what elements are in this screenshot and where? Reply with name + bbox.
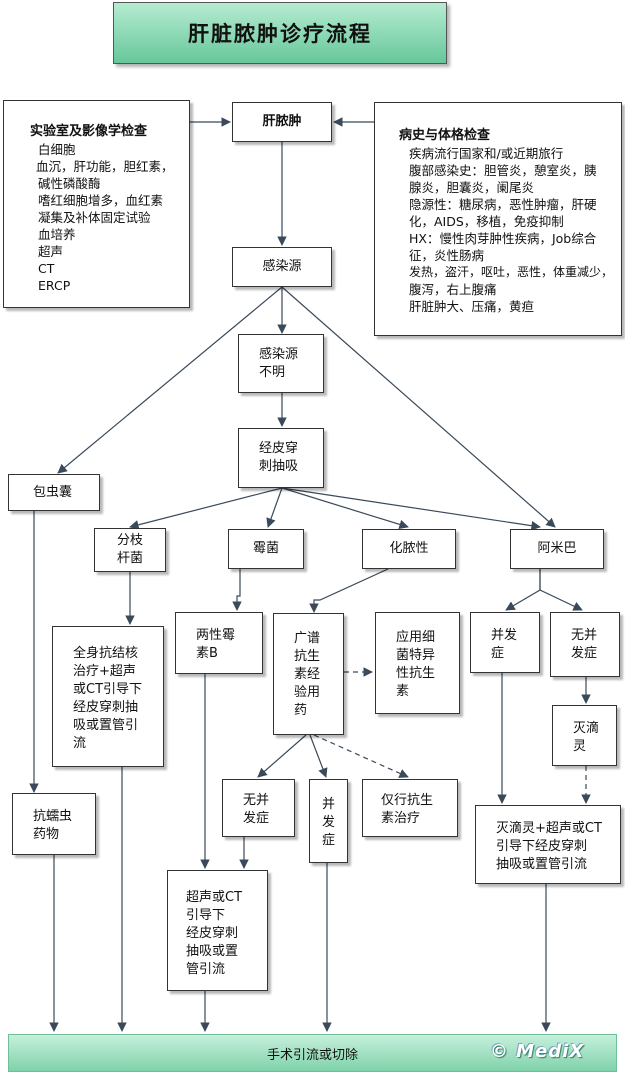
node-hydatid-cyst-label: 包虫囊 <box>33 484 73 500</box>
node-percutaneous-aspiration: 经皮穿 刺抽吸 <box>238 428 324 488</box>
node-anti-tb-treatment: 全身抗结核 治疗+超声 或CT引导下 经皮穿刺抽 吸或置管引 流 <box>52 626 164 767</box>
lab-line: 嗜红细胞增多，血红素 <box>38 193 164 208</box>
arrow-broad-to-pyo-uncomplicated <box>257 734 307 778</box>
node-amoeba-label: 阿米巴 <box>537 541 577 556</box>
arrow-puncture-to-fungus <box>266 487 283 528</box>
page-title: 肝脏脓肿诊疗流程 <box>113 2 447 64</box>
arrow-puncture-to-branched <box>129 487 283 530</box>
node-specific-antibiotics: 应用细 菌特异 性抗生 素 <box>375 612 460 714</box>
node-pyogenic-label: 化脓性 <box>389 541 429 556</box>
history-line: HX：慢性肉芽肿性疾病，Job综合 <box>409 231 597 246</box>
history-line: 腹部感染史：胆管炎，憩室炎，胰 <box>409 163 597 178</box>
history-heading: 病史与体格检查 <box>399 128 491 143</box>
lab-line: 碱性磷酸酶 <box>38 176 101 191</box>
history-line: 发热，盗汗，呕吐，恶性，体重减少， <box>409 265 614 279</box>
medix-logo: © MediX <box>490 1041 585 1062</box>
node-pyogenic-uncomplicated: 无并 发症 <box>222 779 295 837</box>
node-empiric-antibiotics: 广谱 抗生 素经 验用 药 <box>273 613 344 735</box>
bottom-bar-label: 手术引流或切除 <box>266 1047 358 1063</box>
node-metronidazole-drainage: 灭滴灵+超声或CT 引导下经皮穿刺 抽吸或置管引流 <box>475 805 621 884</box>
history-line: 腺炎，胆囊炎，阑尾炎 <box>409 180 535 195</box>
arrow-puncture-to-pyogenic <box>281 487 409 530</box>
node-metronidazole: 灭滴 灵 <box>552 705 617 766</box>
arrow-pyogenic-to-broad <box>309 568 389 613</box>
arrow-source-to-amoeba <box>281 286 556 528</box>
node-hydatid-cyst: 包虫囊 <box>8 474 100 511</box>
arrow-amoeba-to-uncomplicated <box>539 569 583 611</box>
arrow-broad-to-pyo-complicated <box>309 734 328 778</box>
lab-line: ERCP <box>38 278 71 293</box>
history-line: 疾病流行国家和/或近期旅行 <box>409 146 564 161</box>
history-line: 化，AIDS，移植，免疫抑制 <box>409 214 564 229</box>
history-line: 腹泻，右上腹痛 <box>409 282 497 297</box>
lab-line: 超声 <box>38 244 64 259</box>
node-guided-drainage: 超声或CT 引导下 经皮穿刺 抽吸或置 管引流 <box>167 870 268 991</box>
history-line: 肝脏肿大、压痛，黄疸 <box>409 299 535 314</box>
lab-line: 白细胞 <box>38 142 76 157</box>
node-antibiotics-only: 仅行抗生 素治疗 <box>362 779 458 837</box>
node-surgical-drainage-resection: 手术引流或切除 <box>8 1034 617 1072</box>
lab-line: 血沉，肝功能，胆红素， <box>36 159 174 174</box>
node-fungus: 霉菌 <box>228 529 304 569</box>
arrow-fungus-to-amphotericin <box>232 569 242 611</box>
arrow-puncture-to-amoeba <box>281 487 541 531</box>
lab-heading: 实验室及影像学检查 <box>30 124 148 139</box>
node-amoeba-complicated: 并发 症 <box>470 612 540 673</box>
node-amoeba: 阿米巴 <box>510 529 604 569</box>
history-exam-box: 病史与体格检查 疾病流行国家和/或近期旅行 腹部感染史：胆管炎，憩室炎，胰 腺炎… <box>374 102 622 336</box>
arrow-source-to-hydatid <box>57 286 283 474</box>
arrow-amoeba-to-complicated <box>505 569 541 611</box>
node-fungus-label: 霉菌 <box>252 541 279 556</box>
node-pyogenic-complicated: 并 发 症 <box>309 779 348 863</box>
node-pyogenic: 化脓性 <box>362 529 456 569</box>
node-amoeba-uncomplicated: 无并 发症 <box>550 612 620 677</box>
lab-line: CT <box>38 261 55 276</box>
node-anthelmintic-drugs: 抗蠕虫 药物 <box>12 793 96 855</box>
node-mycobacteria: 分枝 杆菌 <box>94 528 166 572</box>
node-liver-abscess-label: 肝脓肿 <box>262 114 302 129</box>
node-amphotericin-b: 两性霉 素B <box>175 612 263 674</box>
lab-line: 血培养 <box>38 227 76 242</box>
lab-imaging-box: 实验室及影像学检查 白细胞 血沉，肝功能，胆红素， 碱性磷酸酶 嗜红细胞增多，血… <box>3 100 190 308</box>
node-liver-abscess: 肝脓肿 <box>232 102 332 142</box>
arrow-broad-to-abx-only <box>313 734 409 778</box>
history-line: 征，炎性肠病 <box>409 248 485 263</box>
lab-line: 凝集及补体固定试验 <box>38 210 151 225</box>
node-infection-source-label: 感染源 <box>262 259 302 274</box>
node-unknown-source: 感染源 不明 <box>238 334 324 393</box>
history-line: 隐源性：糖尿病，恶性肿瘤，肝硬 <box>409 197 597 212</box>
node-infection-source: 感染源 <box>232 247 332 287</box>
